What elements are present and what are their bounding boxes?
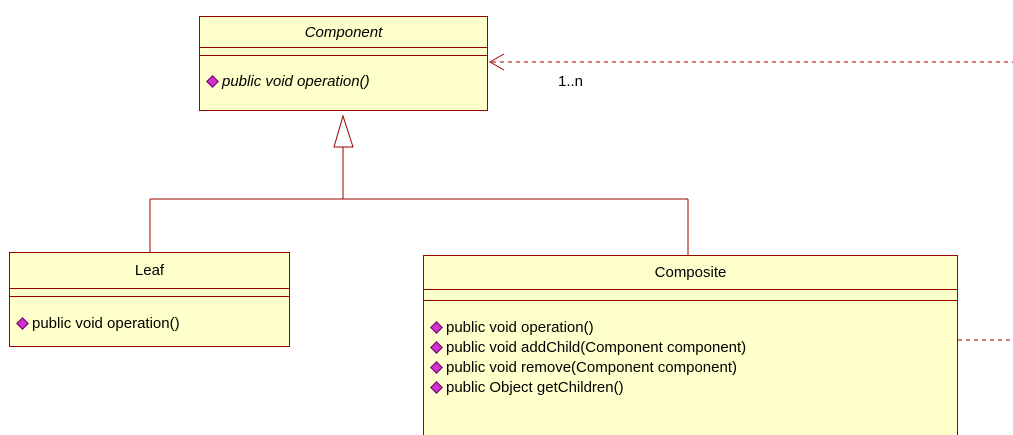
aggregation-arrowhead (488, 53, 505, 71)
operation-label: public void remove(Component component) (446, 359, 737, 376)
multiplicity-label: 1..n (558, 73, 584, 90)
composite-attributes (424, 290, 957, 301)
component-class[interactable]: Component public void operation() (199, 16, 488, 111)
component-operations: public void operation() (200, 56, 487, 92)
generalization-triangle (333, 114, 354, 148)
composite-class-name: Composite (424, 256, 957, 290)
operation-label: public void operation() (446, 319, 594, 336)
leaf-attributes (10, 289, 289, 297)
operation-label: public void operation() (32, 315, 180, 332)
operation-label: public void operation() (222, 73, 370, 90)
component-class-name: Component (200, 17, 487, 48)
connectors (149, 53, 1013, 341)
leaf-class-name: Leaf (10, 253, 289, 289)
component-attributes (200, 48, 487, 56)
diamond-operation-icon (430, 341, 443, 354)
operation-row: public void addChild(Component component… (430, 338, 957, 358)
diamond-operation-icon (430, 361, 443, 374)
composite-class[interactable]: Composite public void operation() public… (423, 255, 958, 435)
leaf-operations: public void operation() (10, 297, 289, 334)
operation-label: public void addChild(Component component… (446, 339, 747, 356)
composite-operations: public void operation() public void addC… (424, 301, 957, 398)
diamond-operation-icon (430, 321, 443, 334)
leaf-class[interactable]: Leaf public void operation() (9, 252, 290, 347)
operation-row: public Object getChildren() (430, 378, 957, 398)
diamond-operation-icon (16, 317, 29, 330)
operation-row: public void operation() (206, 72, 487, 92)
operation-row: public void remove(Component component) (430, 358, 957, 378)
operation-label: public Object getChildren() (446, 379, 624, 396)
diamond-operation-icon (430, 381, 443, 394)
diamond-operation-icon (206, 75, 219, 88)
operation-row: public void operation() (430, 318, 957, 338)
operation-row: public void operation() (16, 314, 289, 334)
